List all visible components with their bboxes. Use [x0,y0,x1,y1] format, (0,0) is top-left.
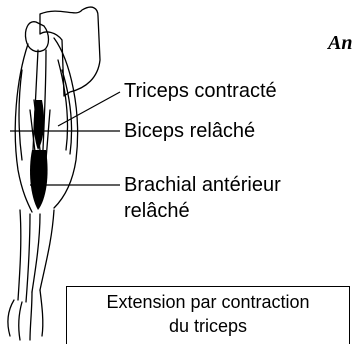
caption-box: Extension par contraction du triceps [66,286,350,344]
biceps-outline [15,44,32,212]
label-triceps: Triceps contracté [124,80,277,102]
label-brachial-line1: Brachial antérieur [124,174,281,196]
figure-title: An [328,32,352,54]
label-brachial-line2: relâché [124,200,190,222]
hand-outline [8,290,43,340]
brachial-muscle-mass [30,150,48,210]
shoulder-head [25,22,48,52]
triceps-outline [54,38,78,208]
biceps-dark-band [34,100,44,150]
label-biceps: Biceps relâché [124,120,255,142]
caption-line2: du triceps [67,316,349,336]
scapula-outline [40,7,100,96]
forearm-outline [18,210,54,300]
caption-line1: Extension par contraction [67,292,349,312]
